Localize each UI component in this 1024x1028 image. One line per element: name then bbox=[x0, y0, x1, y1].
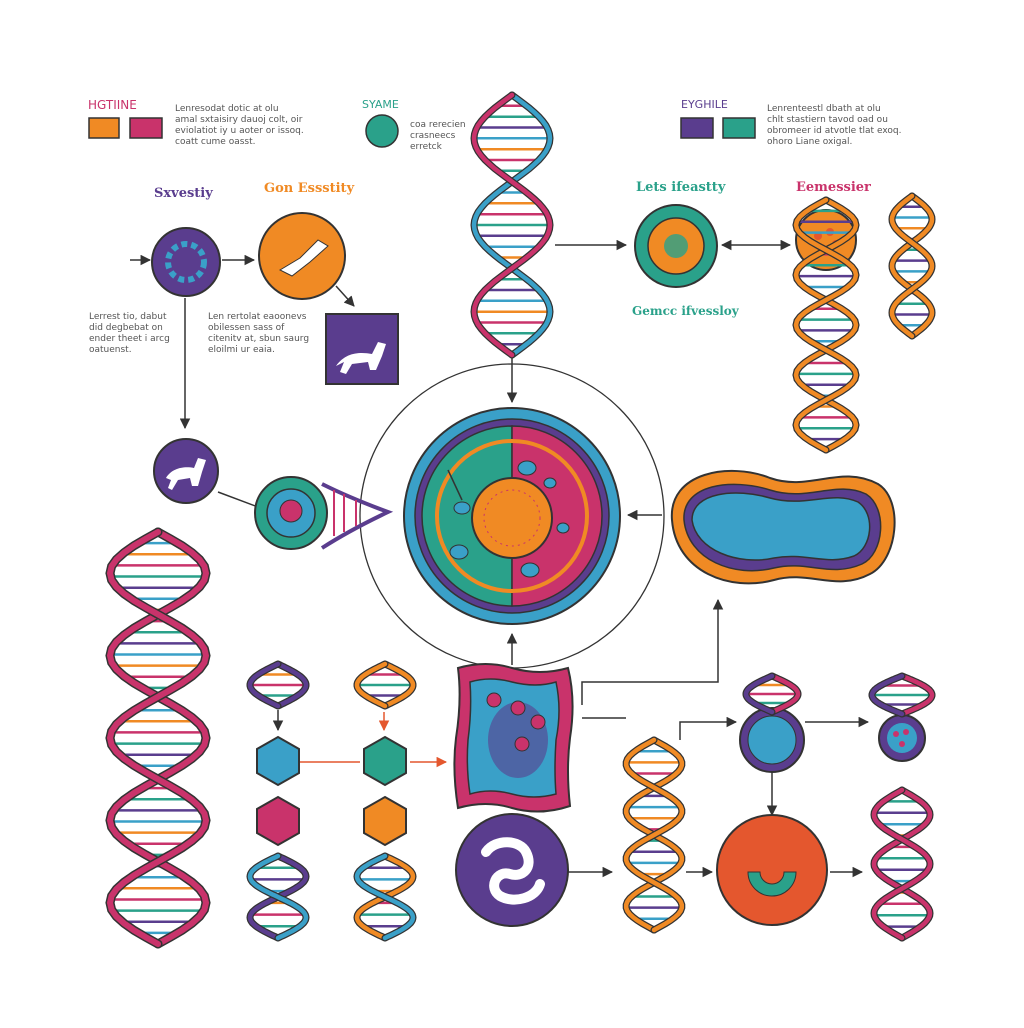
heading-gemcc-ifvessloy: Gemcc ifvessloy bbox=[632, 304, 739, 318]
heading-lets-ifeastty: Lets ifeastty bbox=[636, 180, 726, 195]
legend-text-2: coa rerecien crasneecs erretck bbox=[410, 120, 466, 152]
heading-gon-essstity: Gon Essstity bbox=[264, 181, 355, 196]
legend-title-1: HGTIINE bbox=[88, 98, 137, 112]
cell-small-right bbox=[739, 707, 926, 773]
hexagon-icon bbox=[256, 735, 300, 787]
dna-helix-icon bbox=[353, 852, 417, 942]
wavy-cell bbox=[453, 663, 574, 813]
dna-helix-icon bbox=[888, 192, 936, 340]
dna-helix-icon bbox=[246, 852, 310, 942]
cell-sxvestiy bbox=[151, 227, 221, 297]
legend-swatch-orange bbox=[88, 117, 120, 139]
dna-helix-icon bbox=[742, 672, 802, 716]
blob-cell bbox=[670, 469, 896, 585]
heading-eemessier: Eemessier bbox=[796, 180, 871, 195]
red-nucleus-circle bbox=[716, 814, 828, 926]
legend-swatches bbox=[88, 114, 756, 148]
central-cell bbox=[403, 407, 621, 625]
cell-gon-essstity bbox=[258, 212, 346, 300]
dna-helix-icon bbox=[868, 672, 936, 718]
dna-helix-icon bbox=[105, 527, 211, 949]
chromosome-icon bbox=[455, 813, 569, 927]
legend-swatch-teal-2 bbox=[722, 117, 756, 139]
legend-swatch-purple bbox=[680, 117, 714, 139]
legend-title-2: SYAME bbox=[362, 98, 399, 111]
dna-helix-icon bbox=[470, 91, 554, 359]
note-left: Lerrest tio, dabut did degbebat on ender… bbox=[89, 312, 170, 355]
dna-helix-icon bbox=[622, 736, 686, 934]
legend-title-3: EYGHILE bbox=[681, 98, 728, 111]
heading-sxvestiy: Sxvestiy bbox=[154, 186, 213, 201]
dna-helix-icon bbox=[353, 660, 417, 710]
cell-lets-ifeastty bbox=[634, 204, 718, 288]
legend-text-1: Lenresodat dotic at olu amal sxtaisiry d… bbox=[175, 104, 304, 147]
legend-swatch-teal bbox=[365, 114, 399, 148]
connectors bbox=[130, 239, 870, 878]
hexagon-icon bbox=[363, 795, 407, 847]
dna-helices bbox=[105, 91, 936, 949]
cell-with-nucleus bbox=[254, 476, 394, 550]
dog-circle bbox=[153, 438, 219, 504]
hexagon-icon bbox=[256, 795, 300, 847]
dna-helix-icon bbox=[246, 660, 310, 710]
note-middle: Len rertolat eaoonevs obilessen sass of … bbox=[208, 312, 310, 355]
dna-helix-icon bbox=[792, 196, 860, 454]
legend-swatch-magenta bbox=[129, 117, 163, 139]
legend-text-3: Lenrenteestl dbath at olu chlt stastiern… bbox=[767, 104, 902, 147]
dog-silhouette-icon bbox=[325, 313, 399, 385]
hexagon-icons bbox=[256, 735, 407, 847]
dna-helix-icon bbox=[870, 786, 934, 942]
hexagon-icon bbox=[363, 735, 407, 787]
